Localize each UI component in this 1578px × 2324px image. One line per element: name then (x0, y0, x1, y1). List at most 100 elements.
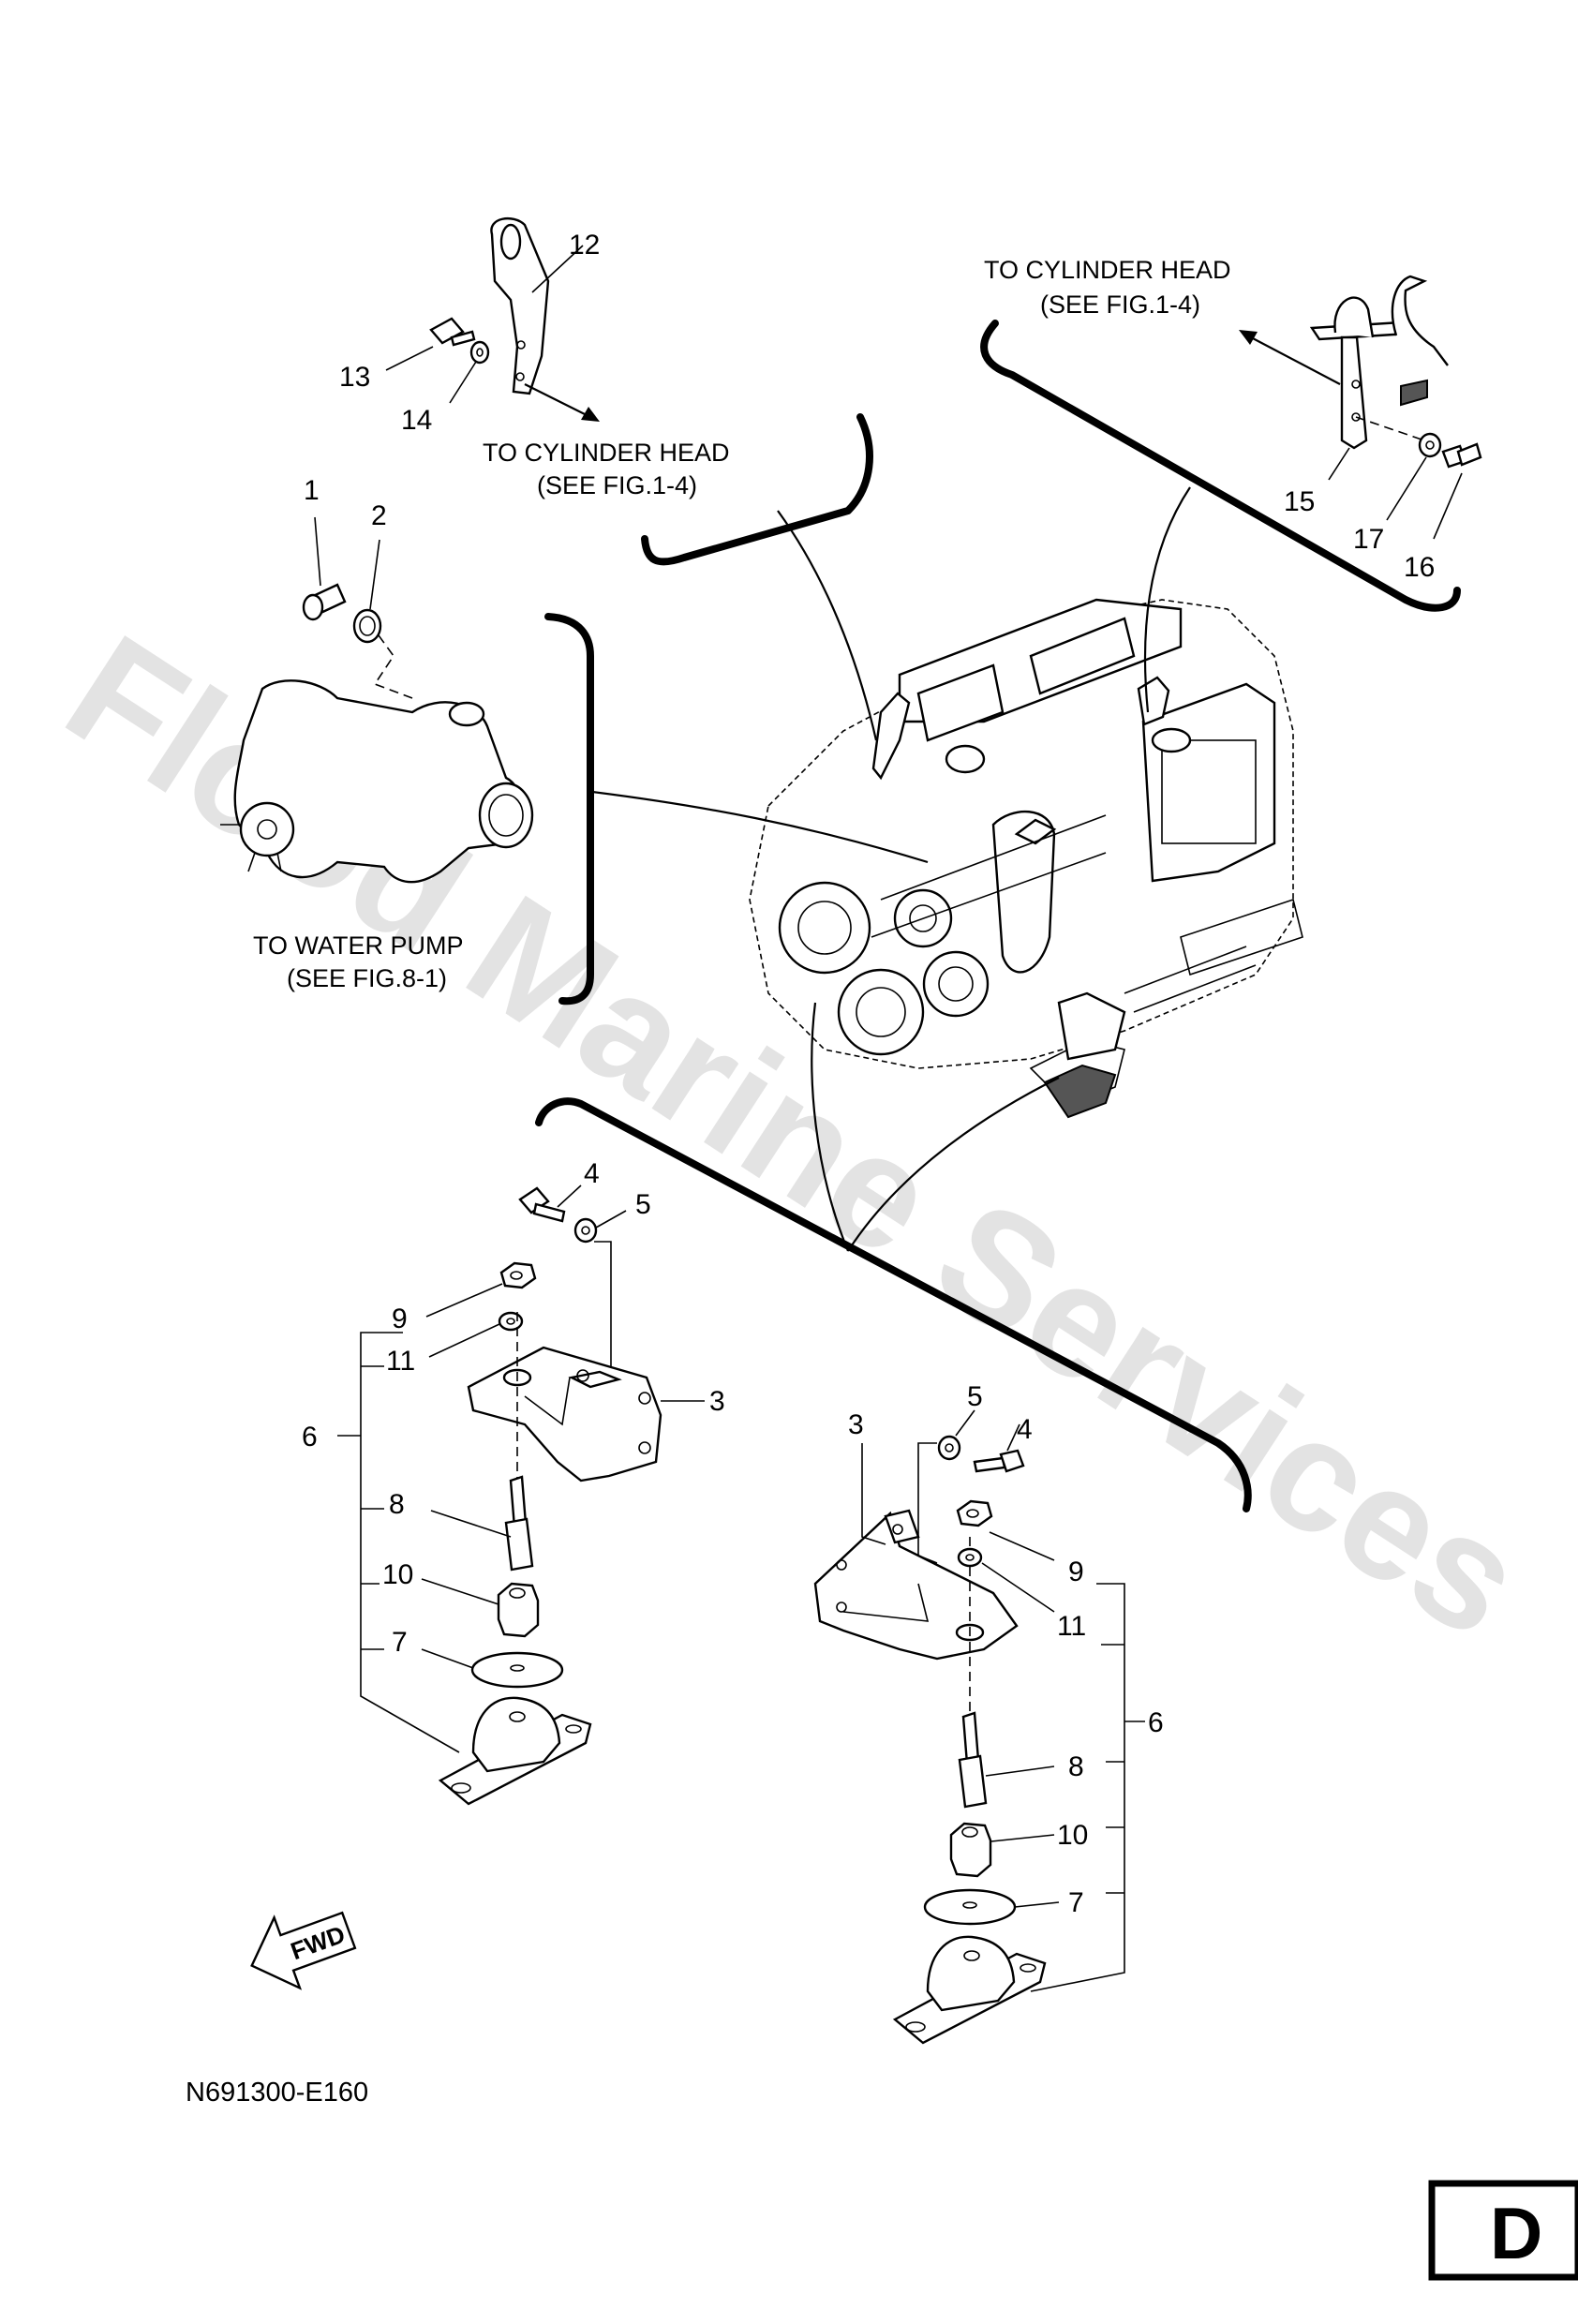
leader-17 (1386, 456, 1427, 521)
engine-assembly (749, 598, 1303, 1119)
leader-13 (385, 346, 434, 371)
leader-2 (369, 539, 380, 610)
right-part-11-washer[interactable] (957, 1547, 983, 1568)
note-cylinder-head-left-line1: TO CYLINDER HEAD (483, 439, 730, 467)
left-leader-10 (421, 1578, 499, 1605)
right-part-7-plate[interactable] (923, 1888, 1017, 1926)
left-part-8-stud[interactable] (504, 1475, 534, 1572)
left-callout-8: 8 (389, 1489, 405, 1520)
left-leader-9 (425, 1283, 503, 1318)
left-part-5-washer[interactable] (573, 1217, 598, 1244)
leader-16 (1433, 472, 1463, 540)
group-bracket-water-pump (544, 613, 594, 1006)
right-callout-4: 4 (1017, 1414, 1033, 1445)
right-mount-rubber-base[interactable] (892, 1935, 1047, 2045)
leader-1 (314, 516, 321, 587)
part-16-bolt[interactable] (1441, 442, 1482, 469)
part-1-plug[interactable] (302, 583, 347, 621)
right-callout-11: 11 (1057, 1611, 1086, 1642)
callout-15: 15 (1284, 486, 1315, 517)
right-part-9-nut[interactable] (956, 1499, 993, 1527)
left-callout-4: 4 (584, 1158, 600, 1189)
left-mount-rubber-base[interactable] (438, 1696, 592, 1806)
part-14-washer[interactable] (469, 340, 490, 365)
right-part-4-bolt[interactable] (973, 1449, 1025, 1473)
drawing-code: N691300-E160 (186, 2078, 368, 2108)
right-callout-8: 8 (1068, 1751, 1084, 1782)
left-callout-3: 3 (709, 1386, 725, 1417)
part-17-washer[interactable] (1418, 432, 1442, 458)
link-water-pump (591, 790, 929, 864)
part-15-bracket[interactable] (1309, 275, 1449, 450)
note-cylinder-head-right-line2: (SEE FIG.1-4) (1040, 290, 1200, 319)
left-part-10-nut[interactable] (497, 1582, 540, 1638)
link-bracket-top-left (777, 510, 878, 741)
right-part-3-bracket[interactable] (813, 1509, 1019, 1661)
right-callout-6: 6 (1148, 1707, 1164, 1738)
right-leader-9 (989, 1531, 1055, 1561)
right-link-5-to-3 (917, 1442, 938, 1564)
right-leader-10 (990, 1834, 1055, 1842)
page-letter-box: D (1428, 2180, 1578, 2281)
left-callout-9: 9 (392, 1304, 408, 1334)
left-callout-5: 5 (635, 1189, 651, 1220)
left-callout-11: 11 (386, 1346, 415, 1377)
right-part-5-washer[interactable] (937, 1435, 961, 1461)
left-part-7-plate[interactable] (470, 1651, 564, 1689)
part-2-gasket[interactable] (352, 608, 382, 644)
leader-15-dash (1355, 416, 1425, 441)
left-leader-5 (595, 1210, 627, 1229)
right-callout-5: 5 (967, 1381, 983, 1412)
right-part-10-nut[interactable] (949, 1822, 992, 1878)
left-part-11-washer[interactable] (498, 1311, 524, 1332)
callout-16: 16 (1404, 552, 1435, 583)
group-bracket-top-right (980, 320, 1461, 612)
left-leader-11 (428, 1323, 500, 1358)
note-water-pump-line1: TO WATER PUMP (253, 931, 464, 960)
right-leader-8 (985, 1765, 1055, 1777)
note-water-pump-line2: (SEE FIG.8-1) (287, 964, 447, 992)
left-group-bracket-6 (337, 1332, 460, 1753)
left-part-3-bracket[interactable] (467, 1346, 662, 1482)
arrow-to-cylinder-head-right (1239, 330, 1341, 385)
leader-15 (1328, 447, 1350, 481)
right-callout-3: 3 (848, 1409, 864, 1440)
left-leader-8 (430, 1510, 512, 1538)
callout-12: 12 (569, 230, 600, 261)
group-bracket-lower (535, 1097, 1252, 1512)
left-part-9-nut[interactable] (499, 1261, 537, 1289)
link-lower-mount-right (847, 1077, 1060, 1252)
right-callout-10: 10 (1057, 1820, 1088, 1851)
leader-12 (531, 245, 584, 293)
part-12-bracket[interactable] (490, 216, 550, 395)
left-callout-6: 6 (302, 1422, 318, 1452)
left-leader-4 (557, 1184, 582, 1208)
link-lower-mount-left (811, 1002, 850, 1252)
callout-13: 13 (339, 362, 370, 393)
page-letter: D (1490, 2192, 1542, 2274)
group-bracket-top-left (641, 413, 873, 566)
right-leader-5 (955, 1409, 975, 1437)
left-callout-7: 7 (392, 1627, 408, 1658)
note-cylinder-head-right-line1: TO CYLINDER HEAD (984, 256, 1231, 284)
right-leader-4 (1006, 1423, 1020, 1452)
left-callout-10: 10 (382, 1559, 413, 1590)
right-callout-9: 9 (1068, 1557, 1084, 1587)
callout-1: 1 (304, 475, 320, 506)
leader-14 (449, 361, 477, 404)
link-bracket-top-right (1143, 486, 1191, 713)
part-13-bolt[interactable] (429, 317, 476, 347)
right-leader-11 (981, 1562, 1055, 1613)
left-part-4-bolt[interactable] (518, 1186, 566, 1223)
right-part-8-stud[interactable] (958, 1711, 988, 1809)
right-callout-7: 7 (1068, 1887, 1084, 1918)
callout-17: 17 (1353, 524, 1384, 555)
left-leader-7 (421, 1648, 474, 1669)
water-pump-housing (220, 679, 534, 884)
callout-2: 2 (371, 500, 387, 531)
right-leader-7 (1014, 1901, 1060, 1908)
arrow-to-cylinder-head-left (524, 383, 600, 422)
right-group-bracket-6 (1030, 1583, 1145, 1992)
fwd-arrow-icon: FWD (250, 1911, 357, 1990)
